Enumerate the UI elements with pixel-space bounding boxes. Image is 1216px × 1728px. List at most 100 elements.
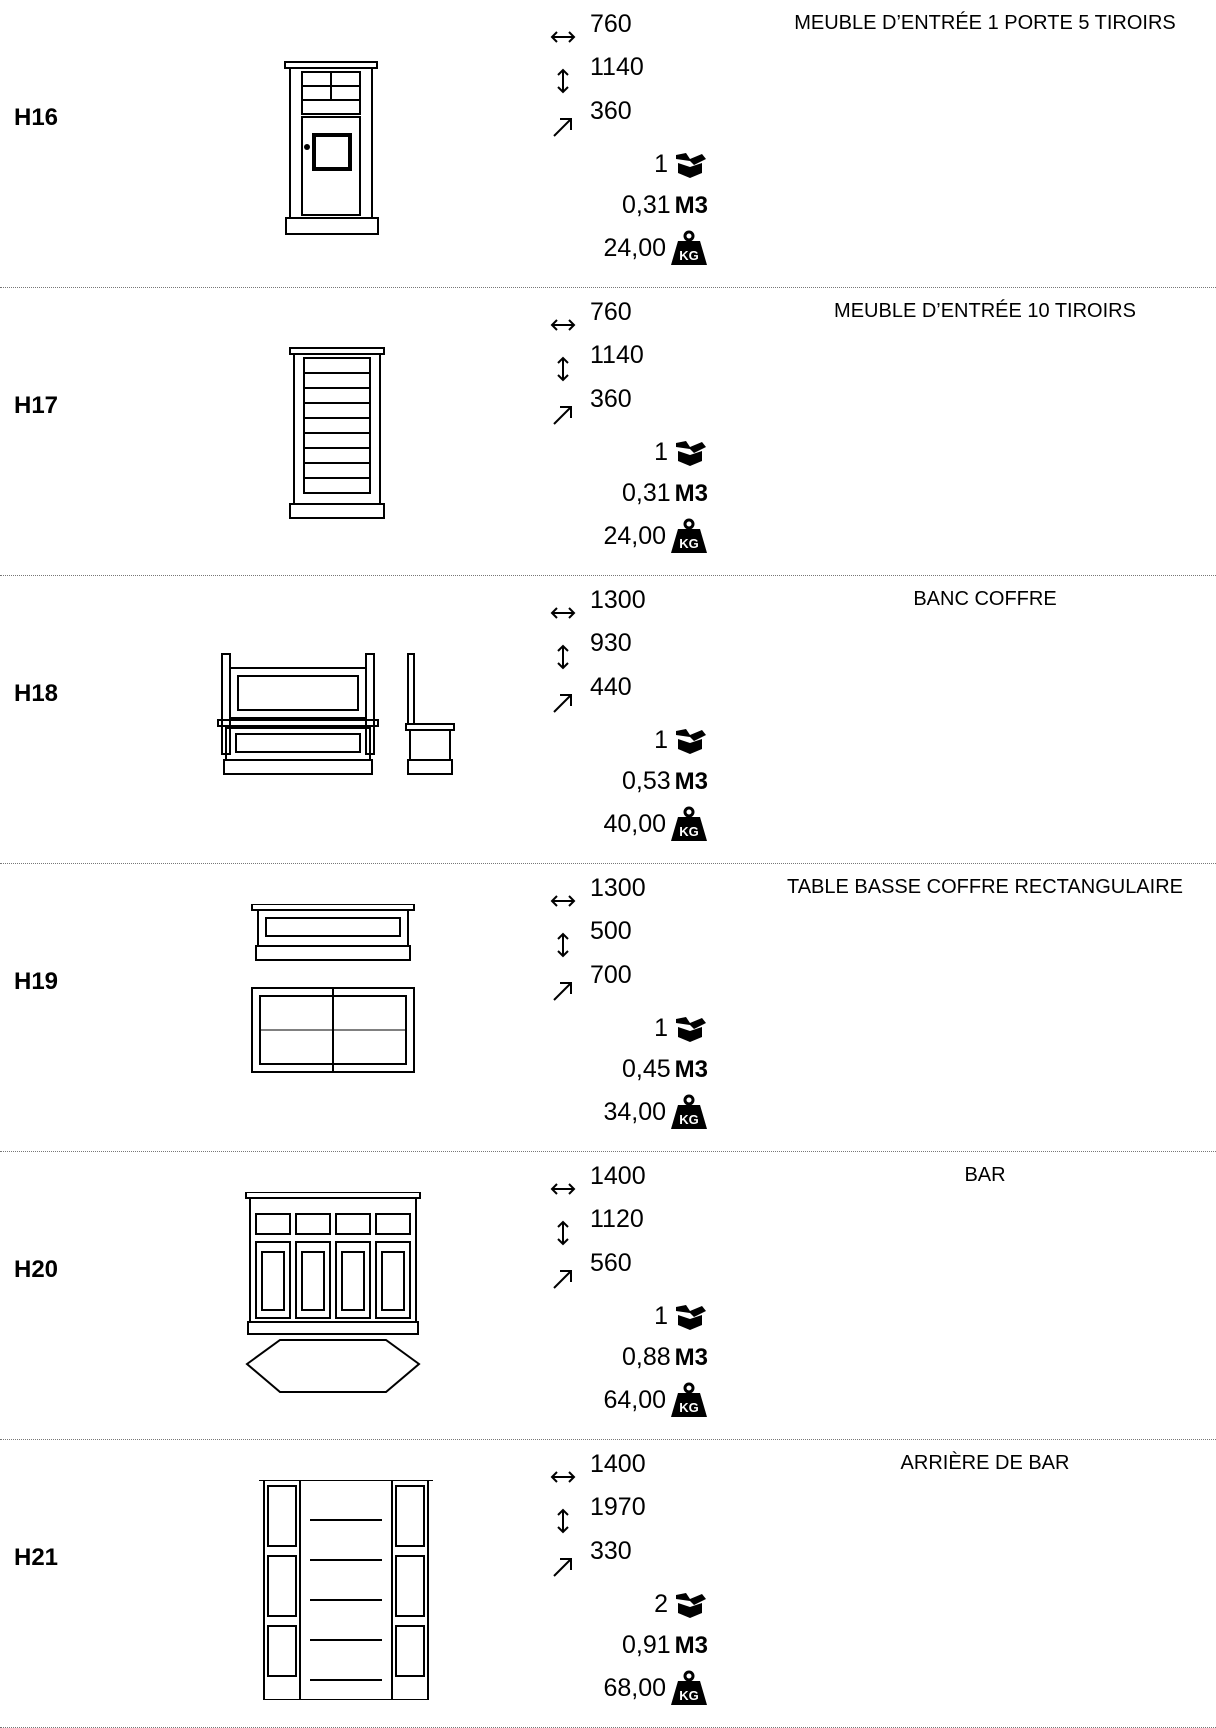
product-name: MEUBLE D’ENTRÉE 1 PORTE 5 TIROIRS [794,12,1176,34]
depth-arrow-icon [553,1270,572,1289]
product-code: H17 [14,392,59,419]
width-value: 1300 [590,874,646,902]
width-value: 760 [590,10,632,38]
height-arrow-icon [557,68,569,94]
product-code: H20 [14,1256,59,1283]
box-icon [676,1016,706,1042]
width-arrow-icon [550,1471,576,1483]
package-count: 1 [654,726,708,755]
weight-value: 40,00 [603,809,666,838]
volume-value: 0,31 [621,479,671,507]
box-icon [676,1592,706,1618]
depth-value: 360 [590,97,632,125]
product-code: H18 [14,680,59,707]
volume-unit: M3 [674,191,708,219]
product-drawing [200,616,470,836]
box-icon [676,440,706,466]
svg-text:KG: KG [679,536,699,551]
width-value: 1400 [590,1450,646,1478]
volume-value: 0,88 [621,1343,671,1371]
package-count: 1 [654,1302,708,1331]
svg-text:KG: KG [679,824,699,839]
furniture-illustration [245,1192,421,1393]
product-drawing [200,328,470,548]
width-arrow-icon [550,1183,576,1195]
package-count-value: 1 [654,438,668,466]
product-name: TABLE BASSE COFFRE RECTANGULAIRE [786,876,1183,898]
volume-value: 0,45 [621,1055,671,1083]
product-drawing [200,904,470,1124]
svg-text:KG: KG [679,248,699,263]
furniture-illustration [289,347,385,519]
depth-value: 700 [590,961,632,989]
weight: 40,00 KG [603,806,708,842]
depth-arrow-icon [553,118,572,137]
package-count-value: 1 [654,1014,668,1042]
depth-arrow-icon [553,406,572,425]
product-row-h17: H17 760 1140 360 MEUBLE D’ENTRÉE 10 TIRO… [0,288,1216,576]
volume-value: 0,53 [621,767,671,795]
weight-value: 24,00 [603,521,666,550]
furniture-illustration [251,904,415,1073]
width-arrow-icon [550,607,576,619]
width-arrow-icon [550,895,576,907]
box-icon [676,152,706,178]
product-code: H16 [14,104,59,131]
depth-value: 440 [590,673,632,701]
svg-text:KG: KG [679,1400,699,1415]
volume-unit: M3 [674,1631,708,1659]
volume-value: 0,91 [621,1631,671,1659]
kg-weight-icon: KG [671,518,707,553]
furniture-illustration [217,653,455,775]
height-arrow-icon [557,1220,569,1246]
product-code: H21 [14,1544,59,1571]
width-arrow-icon [550,319,576,331]
height-value: 1120 [590,1205,644,1233]
depth-value: 330 [590,1537,632,1565]
width-arrow-icon [550,31,576,43]
weight-value: 68,00 [603,1673,666,1702]
package-count: 1 [654,1014,708,1043]
weight-value: 34,00 [603,1097,666,1126]
weight: 34,00 KG [603,1094,708,1130]
weight: 68,00 KG [603,1670,708,1706]
height-value: 1140 [590,341,644,369]
package-count-value: 1 [654,1302,668,1330]
height-value: 1140 [590,53,644,81]
product-drawing [200,40,470,260]
product-name: ARRIÈRE DE BAR [900,1452,1070,1474]
product-name: BANC COFFRE [913,588,1057,610]
height-value: 930 [590,629,632,657]
package-count-value: 1 [654,726,668,754]
depth-arrow-icon [553,982,572,1001]
furniture-illustration [284,61,379,235]
kg-weight-icon: KG [671,806,707,841]
kg-weight-icon: KG [671,230,707,265]
height-arrow-icon [557,356,569,382]
kg-weight-icon: KG [671,1670,707,1705]
weight: 24,00 KG [603,230,708,266]
package-count: 2 [654,1590,708,1619]
product-drawing [200,1192,470,1412]
height-value: 1970 [590,1493,646,1521]
kg-weight-icon: KG [671,1094,707,1129]
width-value: 1300 [590,586,646,614]
package-count-value: 2 [654,1590,668,1618]
depth-arrow-icon [553,694,572,713]
svg-text:KG: KG [679,1688,699,1703]
furniture-illustration [259,1480,433,1700]
depth-arrow-icon [553,1558,572,1577]
product-row-h16: H16 760 1140 360 MEUBLE D’ENTRÉE 1 PORTE… [0,0,1216,288]
height-arrow-icon [557,932,569,958]
weight-value: 64,00 [603,1385,666,1414]
